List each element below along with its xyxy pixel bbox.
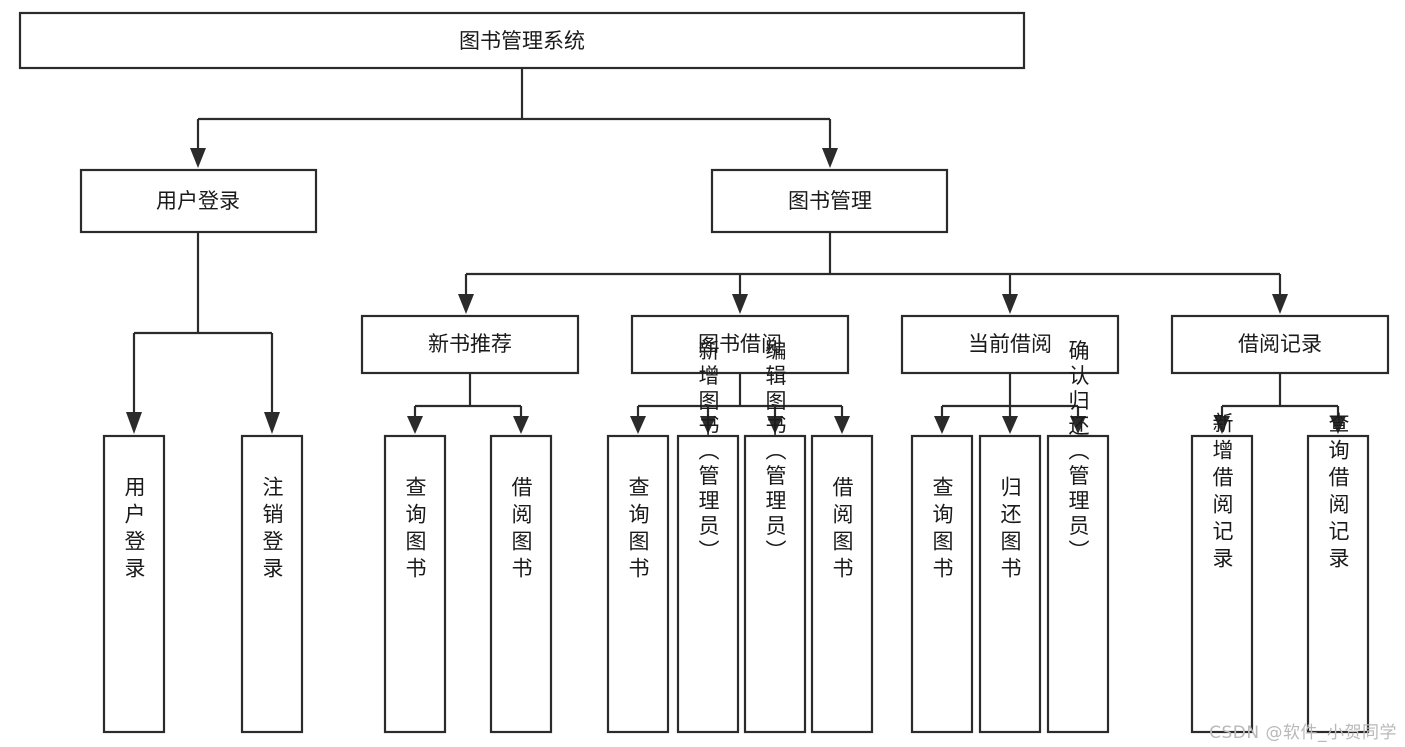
arrowhead-leaf-newbook-1 [407,416,423,434]
connector-group-new-book [407,373,529,434]
leaf-node[interactable]: 新增借阅记录 [1190,412,1254,734]
arrowhead-leaf-currentborrow-3 [1070,416,1086,434]
node-book-manage[interactable]: 图书管理 [710,168,949,234]
leaf-bookborrow-query-label: 查询图书 [626,476,650,584]
node-root-system[interactable]: 图书管理系统 [18,11,1026,70]
arrowhead-book-borrow [732,294,748,314]
arrowhead-leaf-bookborrow-1 [630,416,646,434]
leaf-borrowrecord-add-label: 新增借阅记录 [1210,412,1234,574]
arrowhead-leaf-bookborrow-4 [834,416,850,434]
leaf-node[interactable]: 借阅图书 [810,434,874,734]
leaf-currentborrow-query-label: 查询图书 [930,476,954,584]
connector-group-root [190,68,838,168]
arrowhead-leaf-user-1 [126,412,142,434]
connector-group-current-borrow [934,373,1086,434]
node-root-system-label: 图书管理系统 [459,29,585,53]
leaf-node[interactable]: 归还图书 [978,434,1042,734]
arrowhead-leaf-bookborrow-2 [700,416,716,434]
arrowhead-leaf-bookborrow-3 [767,416,783,434]
node-current-borrow[interactable]: 当前借阅 [900,314,1120,375]
node-book-manage-label: 图书管理 [788,189,872,213]
leaf-node[interactable]: 新增图书（管理员） [676,340,740,734]
leaf-bookborrow-borrow-label: 借阅图书 [830,476,854,584]
leaf-borrowrecord-query-label: 查询借阅记录 [1326,412,1350,574]
leaf-node[interactable]: 查询图书 [383,434,447,734]
node-borrow-record-label: 借阅记录 [1238,332,1322,356]
node-user-login[interactable]: 用户登录 [79,168,318,234]
leaf-bookborrow-query-box[interactable] [606,434,670,734]
connector-group-book-borrow [630,373,850,434]
node-user-login-label: 用户登录 [156,189,240,213]
node-new-book-recommend-label: 新书推荐 [428,332,512,356]
connector-group-user-login [126,232,280,434]
leaf-newbook-borrow-box[interactable] [489,434,553,734]
node-book-borrow-label: 图书借阅 [698,332,782,356]
arrowhead-book-manage [822,148,838,168]
leaf-logout-box[interactable] [240,434,304,734]
leaf-newbook-query-label: 查询图书 [403,476,427,584]
leaf-bookborrow-edit-label: 编辑图书（管理员） [763,340,787,565]
leaf-node[interactable]: 查询借阅记录 [1306,412,1370,734]
leaf-node[interactable]: 借阅图书 [489,434,553,734]
leaf-user-login-label: 用户登录 [122,476,146,584]
leaf-node[interactable]: 注销登录 [240,434,304,734]
leaf-node[interactable]: 查询图书 [910,434,974,734]
node-book-borrow[interactable]: 图书借阅 [630,314,850,375]
leaf-currentborrow-confirm-box[interactable] [1046,434,1110,734]
node-root-system-box[interactable] [18,11,1026,70]
arrowhead-leaf-borrowrecord-1 [1214,416,1230,434]
arrowhead-user-login [190,148,206,168]
node-current-borrow-label: 当前借阅 [968,332,1052,356]
leaf-node[interactable]: 编辑图书（管理员） [743,340,807,734]
leaf-node[interactable]: 查询图书 [606,434,670,734]
node-user-login-box[interactable] [79,168,318,234]
leaf-logout-label: 注销登录 [260,476,284,584]
node-borrow-record[interactable]: 借阅记录 [1170,314,1390,375]
leaf-currentborrow-confirm-label: 确认归还（管理员） [1066,340,1090,565]
leaf-newbook-borrow-label: 借阅图书 [509,476,533,584]
node-current-borrow-box[interactable] [900,314,1120,375]
leaf-node[interactable]: 确认归还（管理员） [1046,340,1110,734]
arrowhead-leaf-user-2 [264,412,280,434]
leaf-user-login-box[interactable] [102,434,166,734]
leaf-bookborrow-add-box[interactable] [676,434,740,734]
leaf-bookborrow-add-label: 新增图书（管理员） [696,340,720,565]
node-new-book-recommend[interactable]: 新书推荐 [360,314,580,375]
leaf-bookborrow-edit-box[interactable] [743,434,807,734]
node-new-book-recommend-box[interactable] [360,314,580,375]
arrowhead-leaf-currentborrow-2 [1002,416,1018,434]
arrowhead-leaf-newbook-2 [513,416,529,434]
leaf-currentborrow-return-box[interactable] [978,434,1042,734]
leaf-borrowrecord-add-box[interactable] [1190,434,1254,734]
arrowhead-current-borrow [1002,294,1018,314]
arrowhead-borrow-record [1272,294,1288,314]
leaf-borrowrecord-query-box[interactable] [1306,434,1370,734]
leaf-currentborrow-query-box[interactable] [910,434,974,734]
leaf-currentborrow-return-label: 归还图书 [998,476,1022,584]
connector-group-book-manage [458,232,1288,314]
arrowhead-leaf-borrowrecord-2 [1330,416,1346,434]
node-book-borrow-box[interactable] [630,314,850,375]
leaf-node[interactable]: 用户登录 [102,434,166,734]
node-book-manage-box[interactable] [710,168,949,234]
leaf-newbook-query-box[interactable] [383,434,447,734]
arrowhead-leaf-currentborrow-1 [934,416,950,434]
arrowhead-new-book [458,294,474,314]
leaf-bookborrow-borrow-box[interactable] [810,434,874,734]
connector-group-borrow-record [1214,373,1346,434]
node-borrow-record-box[interactable] [1170,314,1390,375]
